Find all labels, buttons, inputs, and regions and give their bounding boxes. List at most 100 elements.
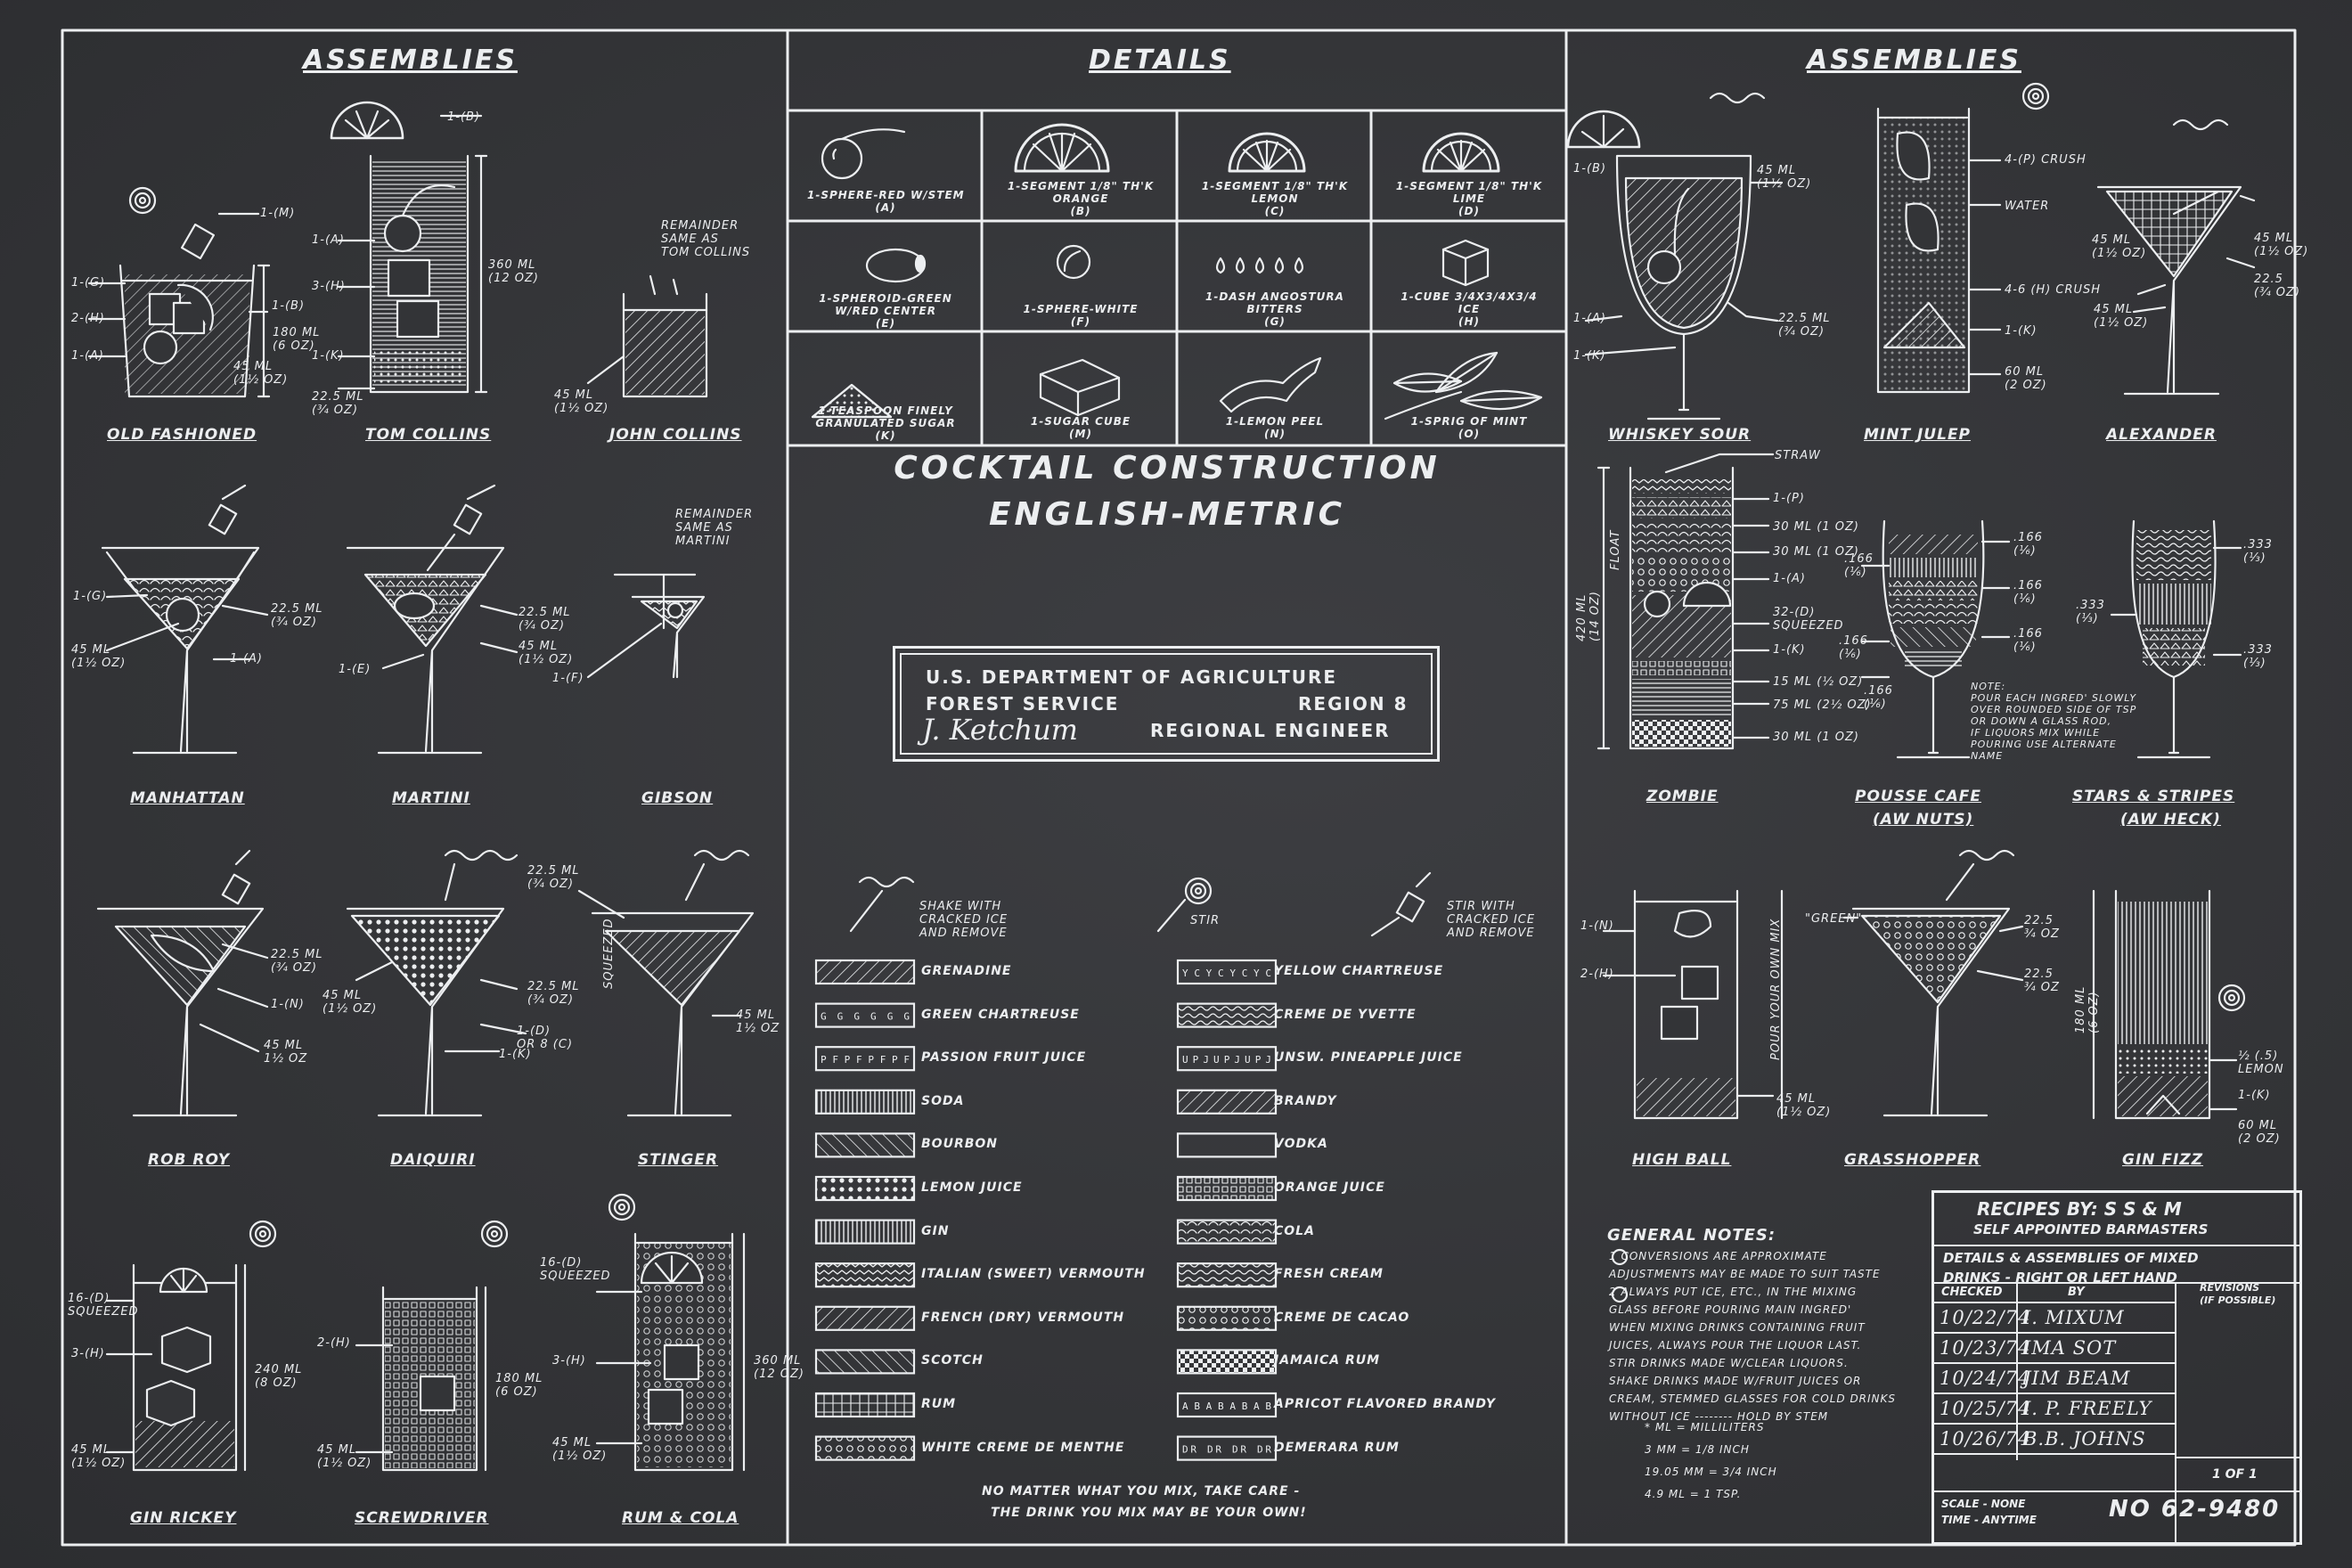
drink-name-grasshopper: GRASSHOPPER: [1844, 1151, 1981, 1169]
tb-row-by-0: I. MIXUM: [2023, 1307, 2125, 1328]
callout-mj-k: 1-(k): [2005, 324, 2038, 338]
legend-label-left-2: PASSION FRUIT JUICE: [921, 1050, 1087, 1066]
callout-rc-45: 45 ml (1½ oz): [552, 1436, 608, 1463]
tb-row-by-1: IMA SOT: [2023, 1337, 2117, 1359]
callout-ws-k: 1-(k): [1573, 349, 1606, 363]
drink-name-old-fashioned: OLD FASHIONED: [107, 426, 257, 444]
legend-stir-with-text: STIR WITH CRACKED ICE AND REMOVE: [1447, 900, 1536, 940]
callout-gf-k: 1-(k): [2238, 1089, 2271, 1102]
callout-zb-float: FLOAT: [1609, 529, 1622, 570]
tb-row-by-2: JIM BEAM: [2023, 1368, 2131, 1389]
callout-man-225: 22.5 ml (¾ oz): [271, 602, 323, 629]
stinger-glass: [577, 849, 755, 1117]
callout-tc-a: 1-(a): [312, 233, 345, 247]
general-notes-body: 1 CONVERSIONS ARE APPROXIMATE ADJUSTMENT…: [1609, 1250, 1897, 1423]
drink-name-mint-julep: MINT JULEP: [1864, 426, 1972, 444]
callout-of-180: 180 ml (6 oz): [273, 326, 321, 353]
callout-man-45: 45 ml (1½ oz): [71, 643, 127, 670]
rum-cola-glass: [595, 1193, 746, 1472]
callout-dq-d: 1-(d) or 8 (c): [517, 1025, 574, 1051]
title-block: RECIPES BY: S S & M SELF APPOINTED BARMA…: [1931, 1190, 2302, 1545]
tb-row-date-0: 10/22/74: [1940, 1307, 2031, 1328]
tb-row-by-4: B.B. JOHNS: [2023, 1428, 2146, 1450]
tom-collins-glass: [330, 101, 488, 394]
whiskey-sour-glass: [1566, 92, 1784, 421]
legend-label-left-6: GIN: [921, 1223, 950, 1238]
legend-label-right-9: JAMAICA RUM: [1274, 1353, 1381, 1368]
callout-ws-45: 45 ml (1½ oz): [1757, 164, 1812, 191]
stamp-signature: J. Ketchum: [922, 713, 1079, 747]
callout-ss-2: .333 (⅓): [2076, 599, 2105, 625]
tb-row-line: [1934, 1362, 2175, 1364]
callout-gf-lemon: ½ (.5) LEMON: [2238, 1049, 2284, 1076]
tb-sheet: 1 OF 1: [2212, 1467, 2258, 1482]
drink-name-stars-stripes: STARS & STRIPES: [2072, 788, 2235, 805]
callout-dq-225b: 22.5 ml (¾ oz): [527, 980, 580, 1007]
main-title-line1: COCKTAIL CONSTRUCTION: [894, 450, 1441, 486]
legend-shake-text: SHAKE WITH CRACKED ICE AND REMOVE: [919, 900, 1009, 940]
callout-st-45: 45 ml 1½ oz: [736, 1009, 780, 1035]
callout-zb-straw: STRAW: [1775, 449, 1821, 462]
stir-with-ice-icon: [1370, 871, 1432, 937]
detail-caption-c: 1-SEGMENT 1/8" TH'K LEMON (c): [1201, 180, 1349, 217]
sugar-pile-detail-icon: [811, 383, 893, 419]
legend-label-left-10: RUM: [921, 1397, 957, 1411]
tb-row-date-4: 10/26/74: [1940, 1428, 2031, 1450]
drink-name-whiskey-sour: WHISKEY SOUR: [1608, 426, 1752, 444]
drink-name-screwdriver: SCREWDRIVER: [355, 1509, 489, 1527]
screwdriver-glass: [355, 1220, 509, 1472]
tb-row-line: [1934, 1423, 2175, 1425]
legend-label-right-8: CREME DE CACAO: [1274, 1310, 1410, 1325]
legend-label-right-7: FRESH CREAM: [1274, 1267, 1384, 1282]
footer-quote-line2: THE DRINK YOU MIX MAY BE YOUR OWN!: [991, 1506, 1307, 1520]
callout-ws-225: 22.5 ml (¾ oz): [1778, 312, 1831, 339]
tb-scale: SCALE - NONE: [1941, 1498, 2026, 1510]
callout-zb-p: 1-(p): [1773, 492, 1805, 505]
martini-glass: [346, 484, 519, 755]
callout-ax-45b: 45 ml (1½ oz): [2092, 233, 2147, 260]
drink-name-rum-cola: RUM & COLA: [622, 1509, 739, 1527]
legend-label-right-11: DEMERARA RUM: [1274, 1440, 1400, 1455]
tb-col-revisions: REVISIONS (IF POSSIBLE): [2200, 1282, 2276, 1306]
callout-mj-h: 4-6 (h) CRUSH: [2005, 283, 2102, 297]
stamp-line2-left: FOREST SERVICE: [926, 693, 1120, 715]
callout-of-a: 1-(a): [71, 349, 104, 363]
tb-col-checked: CHECKED: [1941, 1286, 2003, 1299]
callout-mj-water: WATER: [2005, 200, 2050, 213]
callout-tc-225: 22.5 ml (¾ oz): [312, 390, 364, 417]
callout-zb-k: 1-(k): [1773, 643, 1806, 657]
callout-mj-p: 4-(p) CRUSH: [2005, 153, 2087, 167]
legend-label-right-0: YELLOW CHARTREUSE: [1274, 964, 1444, 978]
drink-name-tom-collins: TOM COLLINS: [365, 426, 492, 444]
detail-caption-d: 1-SEGMENT 1/8" TH'K LIME (d): [1395, 180, 1543, 217]
bitters-drops-detail-icon: [1215, 257, 1304, 274]
callout-pc-2: .166 (⅙): [2013, 531, 2043, 558]
shake-icon: [849, 876, 915, 933]
rob-roy-glass: [96, 849, 269, 1117]
legend-label-left-8: FRENCH (DRY) VERMOUTH: [921, 1310, 1125, 1325]
old-fashioned-glass: [87, 186, 271, 398]
callout-rr-n: 1-(n): [271, 998, 305, 1011]
drink-name-zombie: ZOMBIE: [1646, 788, 1719, 805]
callout-ss-1: .333 (⅓): [2243, 538, 2273, 565]
details-grid: [786, 109, 1568, 447]
tb-number: No 62-9480: [2109, 1496, 2281, 1523]
callout-dq-225a: 22.5 ml (¾ oz): [527, 864, 580, 891]
grasshopper-glass: [1842, 849, 2024, 1117]
callout-man-g: 1-(g): [73, 590, 108, 603]
callout-rc-d: 16-(d) SQUEEZED: [540, 1256, 611, 1283]
high-ball-glass: [1602, 889, 1784, 1120]
gibson-glass: [586, 573, 706, 679]
callout-gf-60: 60 ml (2 oz): [2238, 1119, 2281, 1146]
tb-row-line: [1934, 1453, 2175, 1455]
daiquiri-glass: [346, 849, 527, 1117]
tb-recipes: RECIPES BY: S S & M: [1977, 1198, 2182, 1220]
callout-zb-30a: 30 ml (1 oz): [1773, 520, 1859, 534]
callout-ax-45a: 45 ml (1½ oz): [2254, 232, 2309, 258]
callout-gh-green: "GREEN": [1805, 912, 1863, 926]
callout-pc-1: .166 (⅙): [1844, 552, 1874, 579]
orange-segment-detail-icon: [1014, 123, 1110, 173]
tb-details1: DETAILS & ASSEMBLIES OF MIXED: [1943, 1250, 2199, 1266]
legend-stir-text: STIR: [1190, 914, 1221, 927]
callout-zb-a: 1-(a): [1773, 572, 1806, 585]
